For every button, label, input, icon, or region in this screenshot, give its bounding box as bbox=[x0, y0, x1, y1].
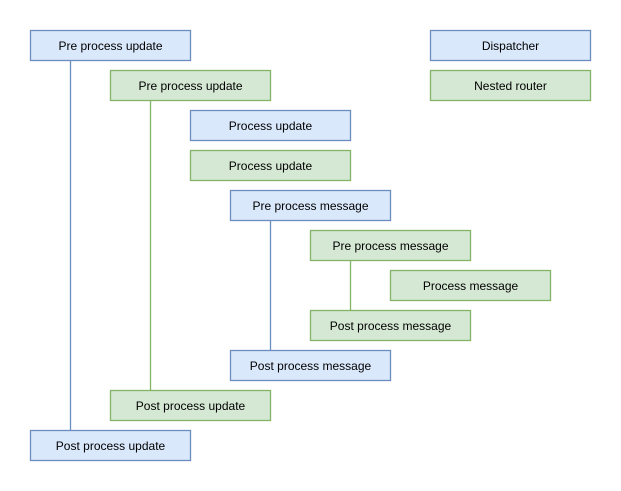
svg-text:Process update: Process update bbox=[229, 119, 313, 133]
svg-text:Dispatcher: Dispatcher bbox=[482, 39, 539, 53]
svg-text:Pre process update: Pre process update bbox=[138, 79, 242, 93]
svg-text:Post process update: Post process update bbox=[136, 399, 246, 413]
svg-text:Pre process message: Pre process message bbox=[252, 199, 368, 213]
svg-text:Post process message: Post process message bbox=[250, 359, 372, 373]
svg-text:Process update: Process update bbox=[229, 159, 313, 173]
svg-text:Nested router: Nested router bbox=[474, 79, 547, 93]
svg-text:Pre process message: Pre process message bbox=[332, 239, 448, 253]
svg-text:Post process message: Post process message bbox=[330, 319, 452, 333]
svg-text:Process message: Process message bbox=[423, 279, 519, 293]
svg-text:Post process update: Post process update bbox=[56, 439, 166, 453]
svg-text:Pre process update: Pre process update bbox=[58, 39, 162, 53]
